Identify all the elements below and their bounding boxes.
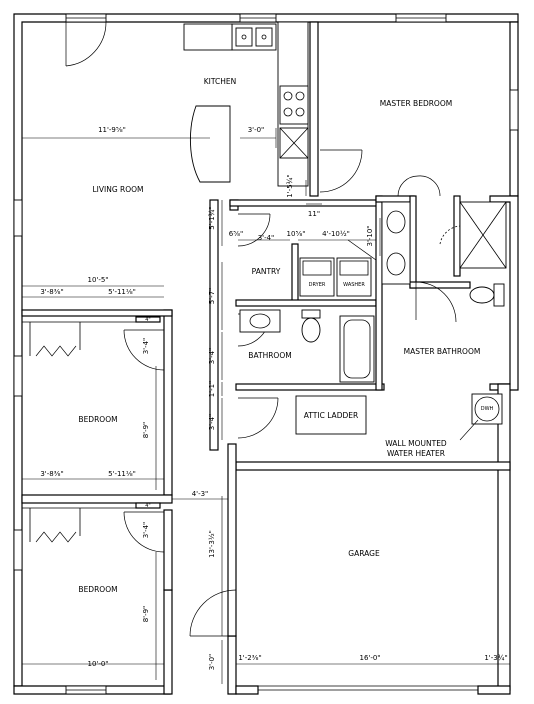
dim-bed1-height: 8'-9" [142,422,150,439]
dim-hall-eleven: 11" [308,210,320,218]
dim-4-10: 4'-10½" [322,230,350,238]
dim-hall-4-3: 4'-3" [192,490,209,498]
front-door [65,21,107,67]
room-label-garage: GARAGE [348,549,380,558]
dim-bed2-closet-right: 5'-11⅛" [108,470,136,478]
dimension-lines [22,128,510,684]
dim-pantry-5-7: 5'-7" [208,288,216,305]
washer-label: WASHER [343,282,365,288]
kitchen-fixtures [183,23,309,183]
dryer-label: DRYER [309,282,326,288]
dim-bath-3-4: 3'-4" [208,348,216,365]
dim-garage-door-width: 16'-0" [359,654,380,662]
dim-bed1-closet-right: 5'-11⅛" [108,288,136,296]
room-label-master-bedroom: MASTER BEDROOM [380,99,452,108]
water-heater-tag: DWH [481,406,494,412]
dim-3-4: 3'-4" [258,234,275,242]
dim-garage-pier-right: 1'-3¾" [484,654,507,662]
dim-10: 10⅝" [287,230,306,238]
room-label-master-bathroom: MASTER BATHROOM [404,347,481,356]
dim-6: 6⅝" [229,230,243,238]
laundry-fixtures [299,257,372,297]
dim-bed1-door: 3'-4" [142,338,150,355]
dim-bed2-door: 3'-4" [142,522,150,539]
closets [22,321,136,543]
water-heater-label-2: WATER HEATER [387,449,445,458]
dim-bed1-width: 10'-5" [87,276,108,284]
fixture-labels: ATTIC LADDER WALL MOUNTED WATER HEATER D… [304,282,494,458]
room-label-bedroom-1: BEDROOM [78,415,117,424]
dim-bed1-closet-left: 3'-8⅜" [40,288,63,296]
dimension-labels: 11'-9⅝" 3'-0" 1'-5¾" 11" 5'-1¾" 6⅝" 3'-4… [40,126,507,670]
room-label-pantry: PANTRY [252,267,281,276]
dim-bed2-width: 10'-0" [87,660,108,668]
room-labels: KITCHEN MASTER BEDROOM LIVING ROOM PANTR… [78,77,480,594]
dim-garage-pier-left: 1'-2⅜" [238,654,261,662]
dim-hall-offset: 1'-5¾" [286,174,294,197]
dim-kitchen-bar: 3'-0" [248,126,265,134]
attic-ladder-label: ATTIC LADDER [304,411,358,420]
dim-garage-door-left: 3'-0" [208,654,216,671]
dim-hall-1-1: 1'-1" [208,381,216,398]
dim-garage-side: 13'-3½" [208,530,216,558]
room-label-bathroom: BATHROOM [248,351,291,360]
dim-bed2-closet-left: 3'-8⅜" [40,470,63,478]
bath-fixtures [239,201,507,383]
attic-water-heater [295,393,503,441]
dim-3-10: 3'-10" [366,225,374,246]
dim-bed2-height: 8'-9" [142,606,150,623]
dim-hall-3-4: 3'-4" [208,414,216,431]
room-label-living-room: LIVING ROOM [92,185,143,194]
room-label-bedroom-2: BEDROOM [78,585,117,594]
dim-4b: 4" [145,503,150,509]
room-label-kitchen: KITCHEN [204,77,237,86]
water-heater-label-1: WALL MOUNTED [385,439,447,448]
windows [13,13,519,695]
dim-pantry-height: 5'-1¾" [208,206,216,229]
dim-4: 4" [145,317,150,323]
dim-living-width: 11'-9⅝" [98,126,126,134]
